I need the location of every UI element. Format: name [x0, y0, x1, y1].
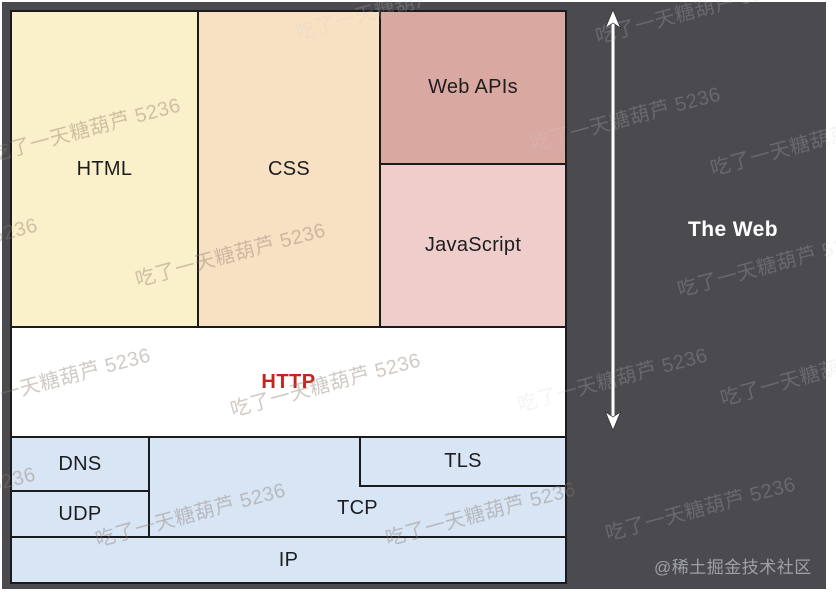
tls-box: TLS: [359, 436, 567, 487]
udp-label: UDP: [58, 502, 102, 525]
tcp-label: TCP: [337, 496, 378, 519]
css-box: CSS: [197, 10, 381, 328]
dns-box: DNS: [10, 436, 150, 492]
web-apis-box: Web APIs: [379, 10, 567, 165]
javascript-label: JavaScript: [424, 234, 522, 256]
html-label: HTML: [76, 157, 133, 180]
javascript-box: JavaScript: [379, 163, 567, 328]
css-label: CSS: [267, 157, 311, 180]
dns-label: DNS: [58, 452, 102, 475]
ip-box: IP: [10, 536, 567, 584]
community-credit: @稀土掘金技术社区: [654, 558, 812, 577]
web-apis-label: Web APIs: [428, 76, 518, 98]
double-arrow-icon: [604, 9, 622, 431]
tls-label: TLS: [444, 450, 482, 472]
udp-box: UDP: [10, 490, 150, 538]
the-web-label: The Web: [688, 218, 778, 241]
html-box: HTML: [10, 10, 199, 328]
http-box: HTTP: [10, 326, 567, 438]
ip-label: IP: [278, 548, 299, 571]
http-label: HTTP: [261, 370, 316, 393]
